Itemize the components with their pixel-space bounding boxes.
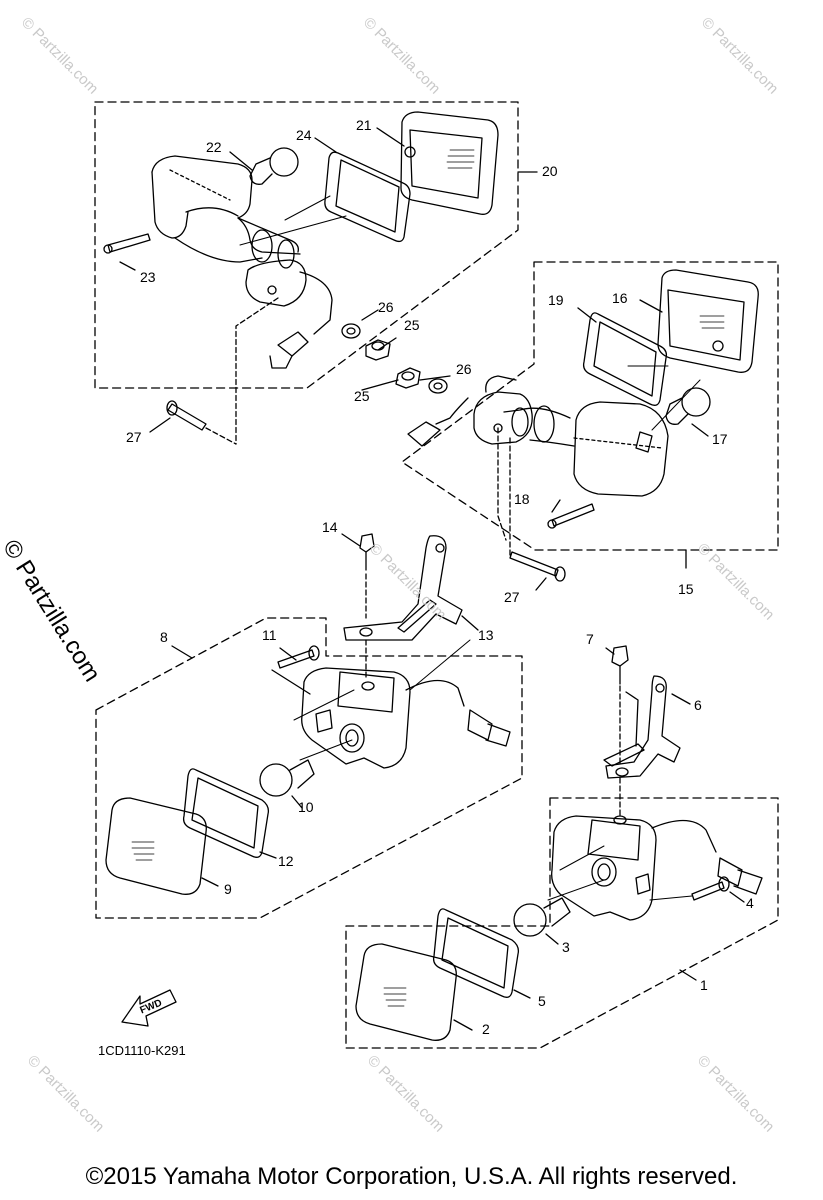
callout-labels: 1 2 3 4 5 6 7 8 9 10 11 12 13 14 15 16 1… — [126, 117, 754, 1037]
callout-24: 24 — [296, 127, 312, 143]
flasher-assembly-rear-right — [401, 261, 779, 591]
diagram-code: 1CD1110-K291 — [98, 1043, 186, 1058]
callout-5: 5 — [538, 993, 546, 1009]
callout-26-upper: 26 — [378, 299, 394, 315]
callout-22: 22 — [206, 139, 222, 155]
callout-17: 17 — [712, 431, 728, 447]
callout-19: 19 — [548, 292, 564, 308]
callout-27-right: 27 — [504, 589, 520, 605]
copyright-notice: ©2015 Yamaha Motor Corporation, U.S.A. A… — [85, 1163, 738, 1190]
callout-3: 3 — [562, 939, 570, 955]
callout-4: 4 — [746, 895, 754, 911]
callout-2: 2 — [482, 1021, 490, 1037]
flasher-assembly-front-left — [95, 617, 523, 919]
callout-8: 8 — [160, 629, 168, 645]
callout-7: 7 — [586, 631, 594, 647]
bracket-front-left — [341, 533, 479, 681]
bracket-front-right — [603, 645, 691, 817]
callout-18: 18 — [514, 491, 530, 507]
callout-15: 15 — [678, 581, 694, 597]
callout-11: 11 — [262, 627, 277, 643]
callout-26-lower: 26 — [456, 361, 472, 377]
callout-1: 1 — [700, 977, 708, 993]
callout-20: 20 — [542, 163, 558, 179]
callout-10: 10 — [298, 799, 314, 815]
callout-25-lower: 25 — [354, 388, 370, 404]
callout-25-upper: 25 — [404, 317, 420, 333]
callout-13: 13 — [478, 627, 494, 643]
mounting-hardware-top — [149, 309, 451, 445]
callout-6: 6 — [694, 697, 702, 713]
callout-27-left: 27 — [126, 429, 142, 445]
callout-16: 16 — [612, 290, 628, 306]
flasher-assembly-front-right — [345, 797, 779, 1049]
callout-23: 23 — [140, 269, 156, 285]
callout-12: 12 — [278, 853, 294, 869]
callout-21: 21 — [356, 117, 372, 133]
flasher-assembly-rear-left — [94, 101, 538, 445]
callout-14: 14 — [322, 519, 338, 535]
callout-9: 9 — [224, 881, 232, 897]
fwd-arrow-icon — [121, 989, 177, 1027]
